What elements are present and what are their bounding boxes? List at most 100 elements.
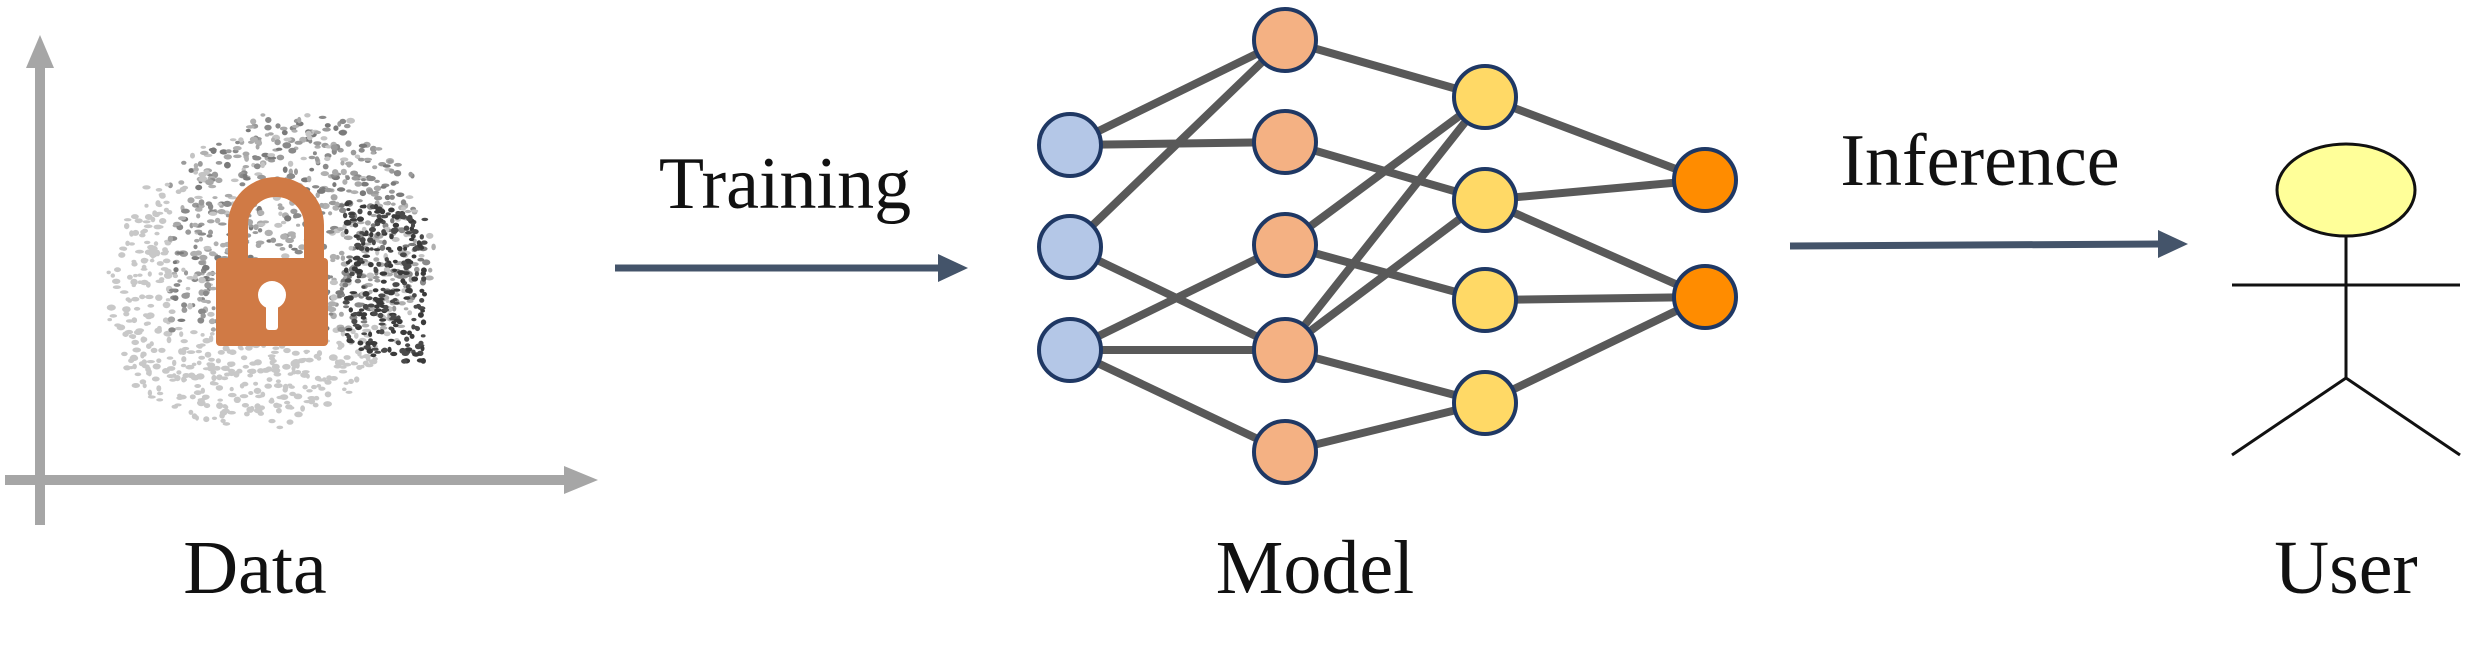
scatter-dot — [173, 221, 182, 226]
scatter-dot — [359, 204, 366, 209]
scatter-dot — [253, 381, 259, 386]
scatter-dot — [172, 273, 179, 279]
scatter-dot — [238, 137, 244, 143]
scatter-dot — [249, 405, 255, 412]
scatter-dot — [181, 208, 190, 214]
scatter-dot — [411, 254, 417, 259]
scatter-dot — [194, 229, 203, 233]
scatter-dot — [128, 242, 135, 246]
scatter-dot — [126, 274, 133, 280]
scatter-dot — [338, 311, 344, 317]
scatter-dot — [391, 320, 397, 325]
scatter-dot — [388, 189, 395, 194]
scatter-dot — [354, 332, 359, 339]
scatter-dot — [356, 365, 363, 370]
scatter-dot — [287, 160, 294, 167]
scatter-dot — [181, 376, 187, 383]
scatter-dot — [403, 225, 410, 231]
scatter-dot — [287, 406, 295, 410]
scatter-dot — [368, 331, 373, 338]
hidden-1-node — [1252, 109, 1318, 175]
scatter-dot — [110, 273, 116, 278]
scatter-dot — [279, 126, 288, 131]
hidden-2-node — [1452, 370, 1518, 436]
scatter-dot — [196, 213, 201, 219]
scatter-dot — [220, 418, 226, 423]
scatter-dot — [353, 234, 360, 239]
scatter-dot — [203, 169, 210, 176]
scatter-dot — [160, 251, 169, 256]
scatter-dot — [181, 185, 189, 190]
scatter-dot — [268, 399, 275, 404]
scatter-dot — [146, 312, 155, 319]
scatter-dot — [228, 392, 237, 398]
scatter-dot — [245, 128, 251, 133]
scatter-dot — [280, 233, 288, 240]
scatter-dot — [130, 278, 138, 286]
scatter-dot — [210, 147, 217, 154]
scatter-dot — [313, 353, 320, 359]
scatter-dot — [125, 240, 130, 246]
network-edge — [1283, 346, 1487, 407]
scatter-dot — [358, 147, 365, 153]
scatter-dot — [410, 233, 416, 239]
scatter-dot — [412, 246, 419, 252]
network-edge — [1284, 399, 1486, 456]
scatter-dot — [133, 306, 141, 311]
scatter-dot — [216, 142, 222, 146]
scatter-dot — [392, 298, 398, 302]
lock-icon — [216, 177, 328, 346]
scatter-dot — [380, 279, 387, 284]
scatter-dot — [358, 347, 365, 352]
scatter-dot — [211, 306, 216, 311]
scatter-dot — [290, 208, 298, 214]
scatter-dot — [155, 200, 161, 207]
scatter-dot — [174, 326, 183, 331]
scatter-dot — [420, 309, 425, 313]
scatter-dot — [291, 350, 300, 356]
scatter-dot — [322, 163, 329, 170]
scatter-dot — [157, 225, 164, 229]
scatter-dot — [379, 244, 386, 251]
scatter-dot — [348, 245, 354, 251]
scatter-dot — [223, 154, 232, 160]
scatter-dot — [123, 311, 130, 317]
scatter-dot — [267, 156, 277, 161]
scatter-dot — [159, 218, 167, 224]
scatter-dot — [270, 350, 279, 354]
scatter-dot — [157, 325, 162, 331]
scatter-dot — [346, 208, 351, 211]
scatter-dot — [273, 383, 283, 389]
scatter-dot — [297, 116, 302, 124]
scatter-dot — [133, 329, 143, 335]
user-left-leg — [2231, 376, 2347, 457]
scatter-dot — [371, 239, 376, 246]
scatter-dot — [193, 163, 199, 169]
scatter-dot — [374, 195, 383, 201]
scatter-dot — [172, 260, 177, 265]
scatter-dot — [390, 351, 398, 357]
scatter-dot — [385, 212, 391, 216]
scatter-dot — [364, 246, 370, 252]
scatter-dot — [359, 355, 365, 359]
scatter-dot — [422, 291, 427, 297]
scatter-dot — [230, 178, 239, 183]
scatter-dot — [357, 340, 364, 346]
scatter-dot — [193, 167, 199, 172]
scatter-dot — [383, 331, 391, 337]
scatter-dot — [340, 255, 346, 261]
scatter-dot — [390, 181, 397, 186]
network-edge — [1282, 93, 1488, 249]
scatter-dot — [233, 154, 242, 159]
scatter-dot — [426, 232, 434, 239]
scatter-dot — [345, 140, 352, 147]
scatter-dot — [162, 247, 168, 253]
scatter-dot — [187, 302, 193, 310]
scatter-dot — [217, 350, 225, 355]
scatter-dot — [198, 276, 206, 284]
scatter-dot — [187, 197, 195, 204]
scatter-dot — [412, 352, 420, 357]
scatter-dot — [293, 393, 303, 400]
scatter-dot — [407, 330, 412, 336]
scatter-dot — [155, 188, 163, 192]
